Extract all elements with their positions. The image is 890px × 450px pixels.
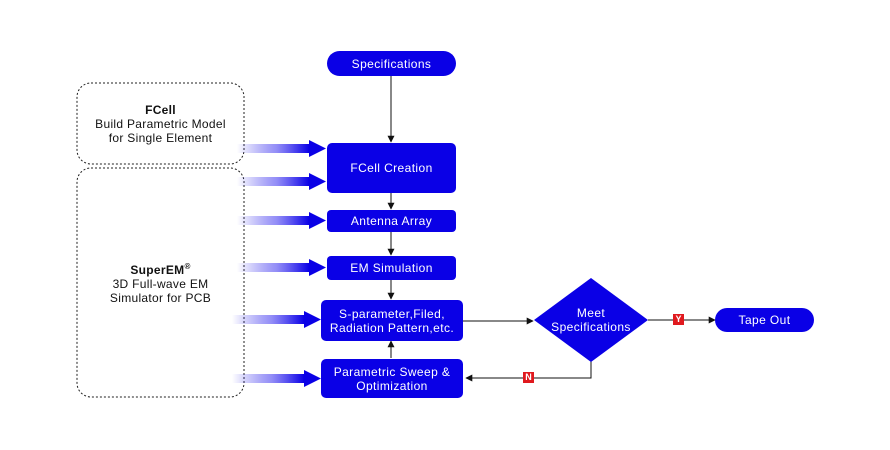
feed-arrow-antenna-array <box>237 212 326 229</box>
registered-mark: ® <box>184 262 191 271</box>
fcell-description: FCell Build Parametric Model for Single … <box>77 103 244 145</box>
no-tag: N <box>523 372 534 383</box>
fcell-line2: for Single Element <box>108 131 213 145</box>
node-parametric-sweep <box>321 359 463 398</box>
superem-description: SuperEM® 3D Full-wave EM Simulator for P… <box>77 260 244 305</box>
yes-tag: Y <box>673 314 684 325</box>
fcell-tool-box <box>76 82 245 165</box>
node-antenna-array <box>327 210 456 232</box>
node-tape-out <box>715 308 814 332</box>
connector-decision-to-parametric <box>465 360 592 382</box>
fcell-line1: Build Parametric Model <box>95 117 226 131</box>
fcell-title: FCell <box>145 103 176 117</box>
feed-arrow-em-simulation <box>237 259 326 276</box>
superem-tool-box <box>76 167 245 398</box>
node-s-parameter <box>321 300 463 341</box>
node-em-simulation <box>327 256 456 280</box>
node-meet-specifications <box>534 278 648 362</box>
node-fcell-creation <box>327 143 456 193</box>
node-specifications <box>327 51 456 76</box>
feed-arrow-parametric <box>232 370 321 387</box>
superem-line2: Simulator for PCB <box>109 291 212 305</box>
feed-arrow-s-parameter <box>232 311 321 328</box>
feed-arrow-fcell-1 <box>237 140 326 157</box>
superem-title: SuperEM® <box>130 262 191 277</box>
superem-line1: 3D Full-wave EM <box>112 277 209 291</box>
feed-arrow-fcell-2 <box>237 173 326 190</box>
